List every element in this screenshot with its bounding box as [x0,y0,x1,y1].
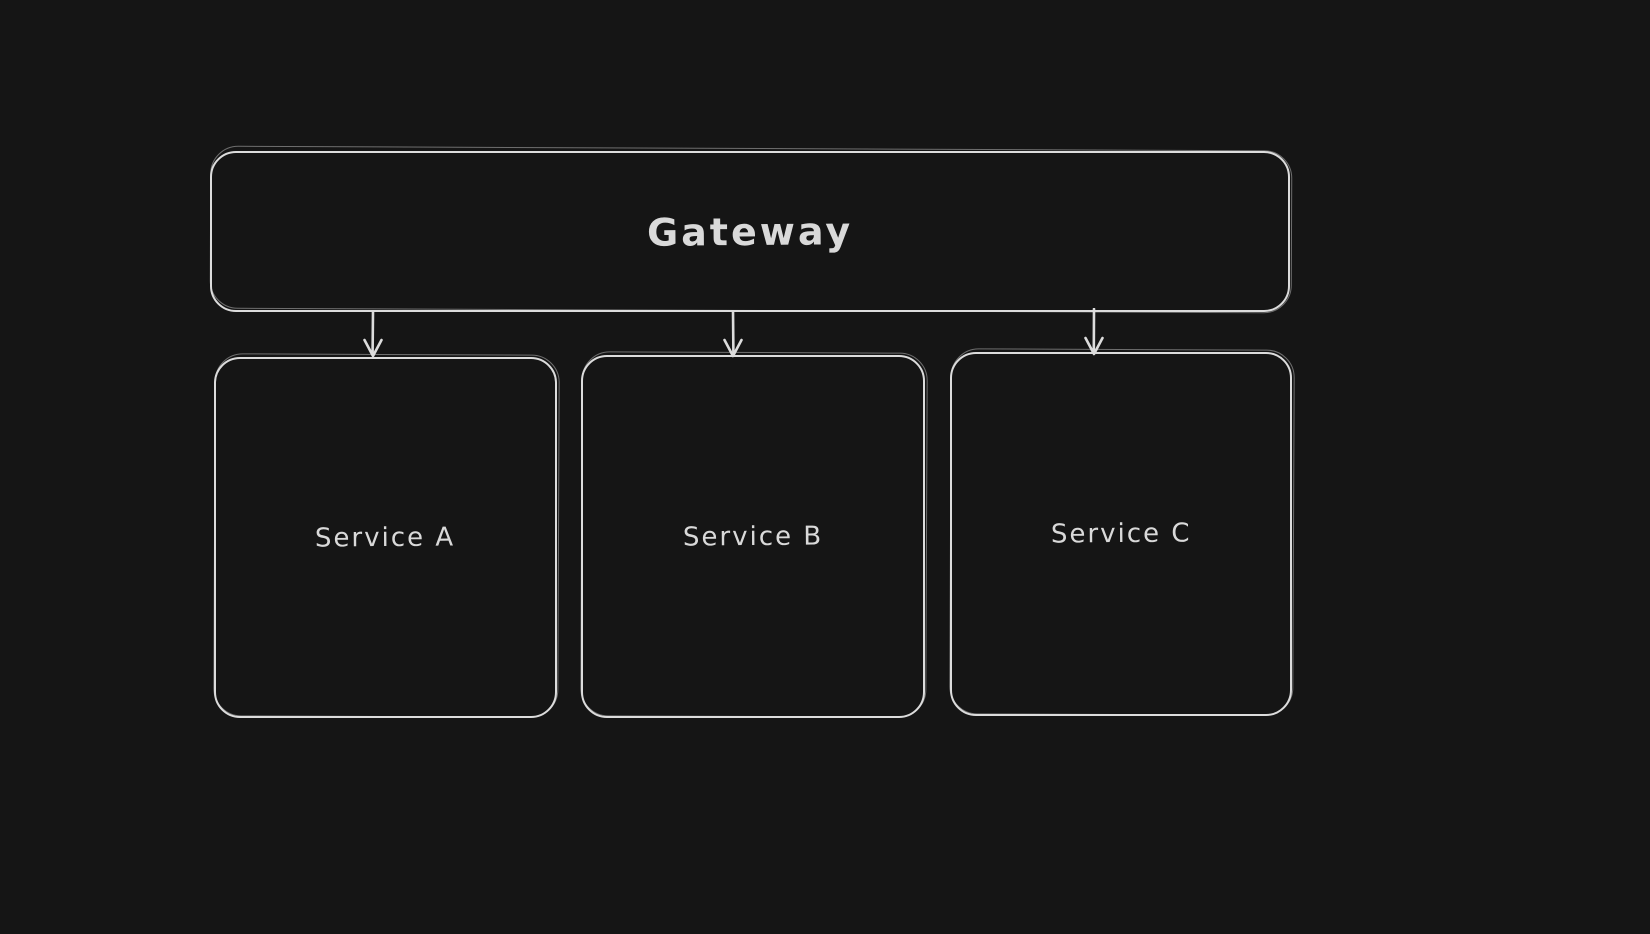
node-gateway[interactable]: Gateway [210,151,1290,312]
node-service-c[interactable]: Service C [950,352,1292,716]
arrow-gateway-to-service-c[interactable] [1076,308,1112,358]
arrow-gateway-to-service-b[interactable] [715,310,751,360]
node-service-c-label: Service C [1050,518,1192,550]
arrow-down-icon [363,310,383,358]
arrow-down-icon [723,310,743,358]
node-service-b[interactable]: Service B [581,355,925,718]
node-service-a-label: Service A [315,522,456,553]
node-service-a[interactable]: Service A [214,357,557,718]
node-gateway-label: Gateway [646,208,854,255]
node-service-b-label: Service B [682,521,824,552]
arrow-down-icon [1084,308,1104,356]
arrow-gateway-to-service-a[interactable] [355,310,391,360]
